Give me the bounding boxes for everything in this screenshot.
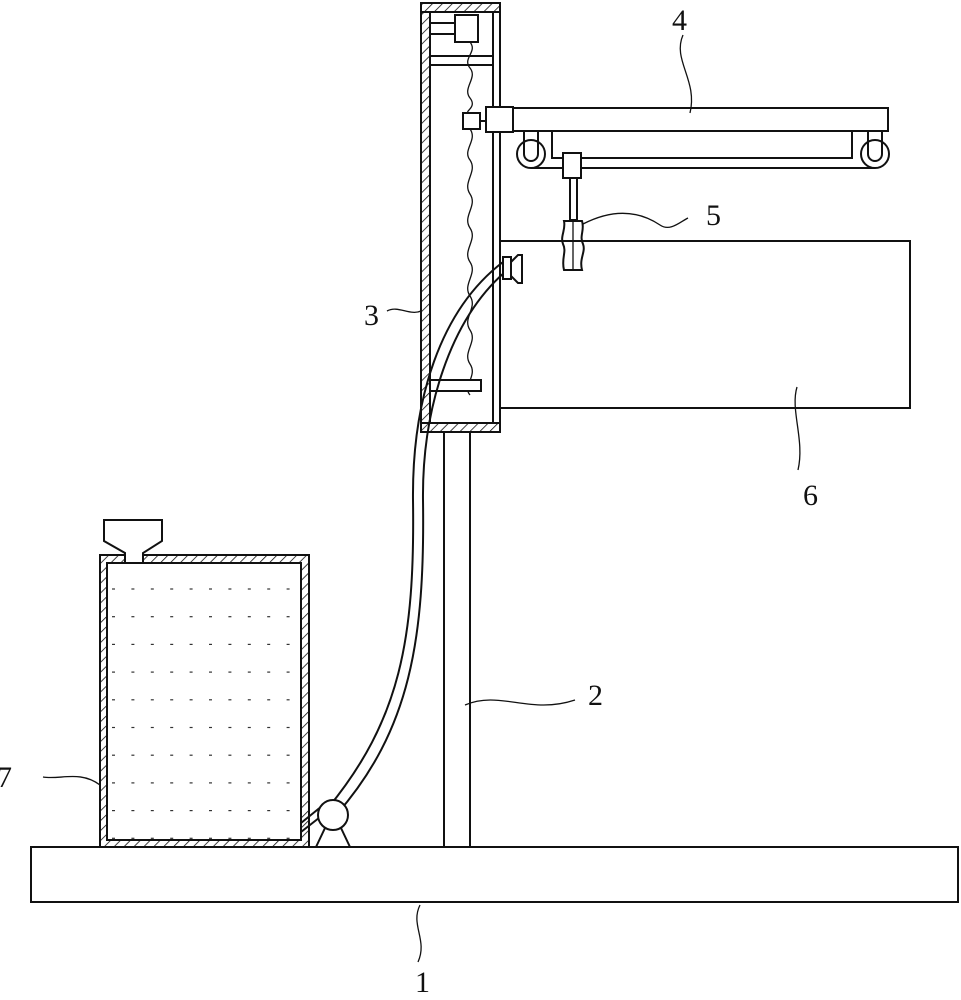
support-pole xyxy=(443,432,471,847)
screw-spring xyxy=(467,41,473,396)
label-2: 2 xyxy=(588,679,603,712)
work-plate xyxy=(499,240,911,409)
label-1: 1 xyxy=(415,966,430,999)
wheel-right xyxy=(860,139,890,169)
label-4: 4 xyxy=(672,4,687,37)
slider-plate xyxy=(429,379,482,392)
leader-lines xyxy=(42,34,801,963)
wheel-left xyxy=(516,139,546,169)
cross-arm xyxy=(485,106,890,271)
base-plate xyxy=(30,846,959,903)
pump xyxy=(317,799,349,831)
liquid-tank xyxy=(99,519,351,848)
label-5: 5 xyxy=(706,199,721,232)
label-7: 7 xyxy=(0,761,12,794)
liquid-dots xyxy=(112,588,290,839)
motor-box xyxy=(454,14,479,43)
column-housing xyxy=(420,2,501,433)
label-3: 3 xyxy=(364,299,379,332)
filling-hopper xyxy=(103,519,163,564)
label-6: 6 xyxy=(803,479,818,512)
spray-hose xyxy=(327,254,523,815)
